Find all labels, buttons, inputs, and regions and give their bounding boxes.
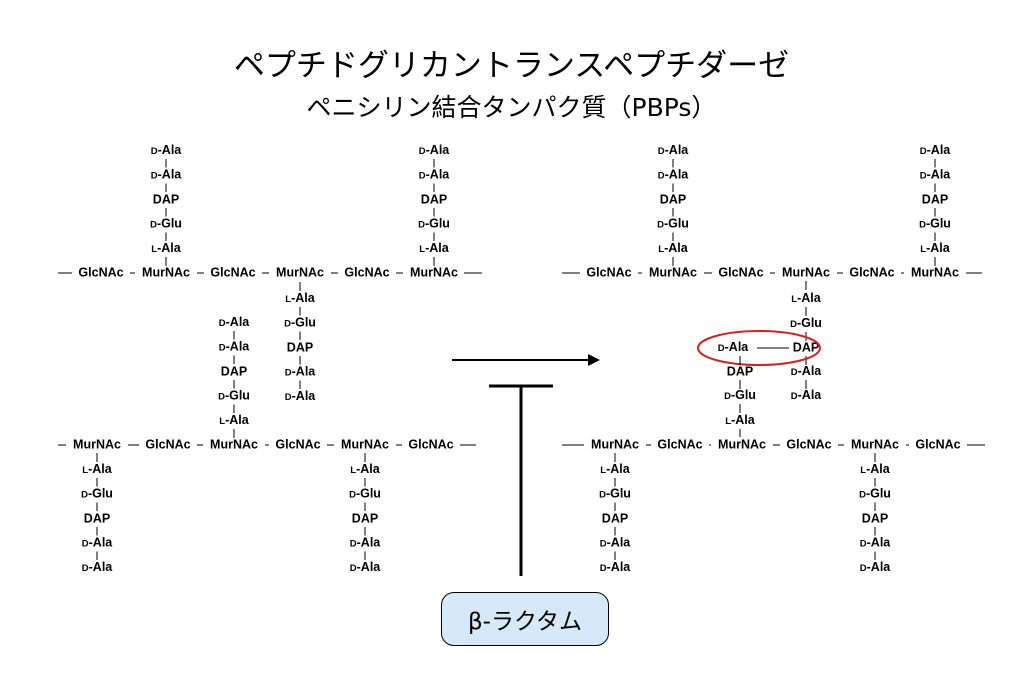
d-glu-label: D-Glu [349, 487, 381, 501]
d-ala-label: D-Ala [658, 143, 690, 157]
glcnac-label: GlcNAc [586, 265, 631, 279]
d-glu-label: D-Glu [657, 217, 689, 231]
murnac-label: MurNAc [410, 265, 458, 279]
d-glu-label: D-Glu [859, 487, 891, 501]
d-ala-label: D-Ala [219, 315, 251, 329]
murnac-label: MurNAc [276, 265, 324, 279]
l-ala-label: L-Ala [285, 291, 315, 305]
d-ala-label: D-Ala [718, 340, 750, 354]
beta-lactam-label: β-ラクタム [467, 609, 583, 635]
glcnac-label: GlcNAc [78, 265, 123, 279]
d-ala-label: D-Ala [285, 365, 317, 379]
murnac-label: MurNAc [649, 265, 697, 279]
d-ala-label: D-Ala [600, 536, 632, 550]
beta-lactam-box: β-ラクタム [441, 592, 609, 646]
murnac-label: MurNAc [718, 437, 766, 451]
crosslink-highlight-ellipse [697, 330, 821, 366]
d-ala-label: D-Ala [860, 536, 892, 550]
d-ala-label: D-Ala [600, 560, 632, 574]
d-ala-label: D-Ala [151, 143, 183, 157]
l-ala-label: L-Ala [82, 462, 112, 476]
glcnac-label: GlcNAc [275, 437, 320, 451]
murnac-label: MurNAc [782, 265, 830, 279]
d-glu-label: D-Glu [724, 388, 756, 402]
d-glu-label: D-Glu [218, 389, 250, 403]
d-ala-label: D-Ala [419, 143, 451, 157]
d-glu-label: D-Glu [790, 316, 822, 330]
d-ala-label: D-Ala [350, 560, 382, 574]
l-ala-label: L-Ala [725, 413, 755, 427]
d-ala-label: D-Ala [219, 340, 251, 354]
reaction-arrow-head [588, 354, 600, 366]
d-ala-label: D-Ala [419, 168, 451, 182]
d-ala-label: D-Ala [658, 168, 690, 182]
glcnac-label: GlcNAc [408, 437, 453, 451]
d-glu-label: D-Glu [599, 487, 631, 501]
diagram-title: ペプチドグリカントランスペプチダーゼ [233, 48, 790, 84]
d-glu-label: D-Glu [284, 316, 316, 330]
glcnac-label: GlcNAc [145, 437, 190, 451]
dap-label: DAP [922, 192, 948, 206]
murnac-label: MurNAc [73, 437, 121, 451]
d-ala-label: D-Ala [791, 364, 823, 378]
d-ala-label: D-Ala [920, 143, 952, 157]
l-ala-label: L-Ala [419, 241, 449, 255]
glcnac-label: GlcNAc [786, 437, 831, 451]
murnac-label: MurNAc [911, 265, 959, 279]
glcnac-label: GlcNAc [915, 437, 960, 451]
l-ala-label: L-Ala [219, 413, 249, 427]
d-ala-label: D-Ala [285, 389, 317, 403]
dap-label: DAP [793, 340, 819, 354]
dap-label: DAP [862, 511, 888, 525]
murnac-label: MurNAc [851, 437, 899, 451]
murnac-label: MurNAc [591, 437, 639, 451]
d-glu-label: D-Glu [150, 217, 182, 231]
glcnac-label: GlcNAc [718, 265, 763, 279]
dap-label: DAP [602, 511, 628, 525]
murnac-label: MurNAc [210, 437, 258, 451]
dap-label: DAP [421, 192, 447, 206]
l-ala-label: L-Ala [658, 241, 688, 255]
glcnac-label: GlcNAc [344, 265, 389, 279]
dap-label: DAP [84, 511, 110, 525]
l-ala-label: L-Ala [791, 291, 821, 305]
d-ala-label: D-Ala [151, 168, 183, 182]
d-glu-label: D-Glu [418, 217, 450, 231]
dap-label: DAP [727, 364, 753, 378]
dap-label: DAP [660, 192, 686, 206]
d-ala-label: D-Ala [82, 560, 114, 574]
dap-label: DAP [221, 364, 247, 378]
d-glu-label: D-Glu [919, 217, 951, 231]
d-ala-label: D-Ala [860, 560, 892, 574]
d-glu-label: D-Glu [81, 487, 113, 501]
glcnac-label: GlcNAc [657, 437, 702, 451]
dap-label: DAP [287, 340, 313, 354]
l-ala-label: L-Ala [151, 241, 181, 255]
l-ala-label: L-Ala [860, 462, 890, 476]
l-ala-label: L-Ala [350, 462, 380, 476]
d-ala-label: D-Ala [350, 536, 382, 550]
murnac-label: MurNAc [341, 437, 389, 451]
d-ala-label: D-Ala [791, 388, 823, 402]
murnac-label: MurNAc [142, 265, 190, 279]
d-ala-label: D-Ala [920, 168, 952, 182]
glcnac-label: GlcNAc [849, 265, 894, 279]
dap-label: DAP [153, 192, 179, 206]
d-ala-label: D-Ala [82, 536, 114, 550]
l-ala-label: L-Ala [600, 462, 630, 476]
diagram-subtitle: ペニシリン結合タンパク質（PBPs） [306, 93, 717, 122]
l-ala-label: L-Ala [920, 241, 950, 255]
glcnac-label: GlcNAc [210, 265, 255, 279]
dap-label: DAP [352, 511, 378, 525]
